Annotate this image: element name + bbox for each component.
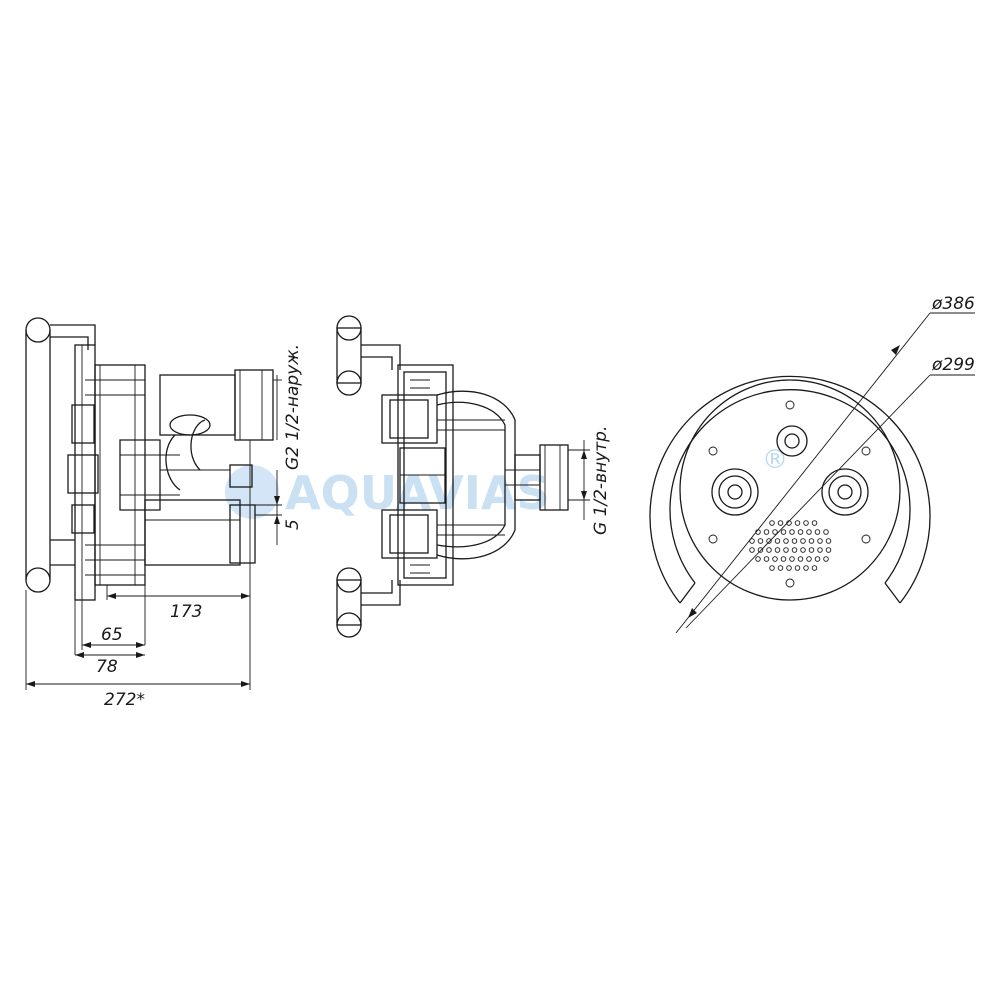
grid-hole [817, 547, 823, 553]
side-view [25, 317, 274, 601]
side-view-dimensions: 173 65 78 272* 5 G2 1/2-наруж. [25, 344, 303, 710]
grid-hole [786, 565, 792, 571]
grid-hole [783, 538, 789, 544]
grid-hole [823, 556, 829, 562]
dimension-5: 5 [283, 519, 303, 530]
grid-hole [803, 565, 809, 571]
grid-hole [811, 565, 818, 571]
handle-bottom [336, 567, 401, 638]
grid-hole [803, 520, 809, 526]
watermark: AQUAVIAS ® [225, 445, 788, 520]
handrail [25, 317, 96, 593]
flange-plate [67, 344, 180, 601]
grid-hole [797, 529, 804, 535]
grid-hole [789, 529, 795, 535]
lower-pipe [144, 464, 256, 566]
grid-hole [772, 556, 778, 562]
grid-hole [769, 520, 775, 526]
grid-hole [774, 538, 781, 544]
upper-pipe [159, 369, 274, 491]
grid-hole [780, 529, 787, 535]
suction-grid [749, 520, 832, 571]
watermark-text: AQUAVIAS [285, 466, 550, 520]
grid-hole [791, 538, 798, 544]
grid-hole [797, 556, 804, 562]
grid-hole [755, 556, 761, 562]
grid-hole [823, 529, 829, 535]
grid-hole [814, 556, 821, 562]
grid-hole [757, 538, 764, 544]
grid-hole [763, 556, 770, 562]
grid-hole [794, 565, 801, 571]
grid-hole [763, 529, 770, 535]
diameter-299-label: ø299 [931, 355, 975, 375]
grid-hole [806, 529, 812, 535]
grid-hole [769, 565, 775, 571]
grid-hole [757, 547, 764, 553]
grid-hole [806, 556, 812, 562]
grid-hole [808, 547, 815, 553]
grid-hole [749, 547, 755, 553]
grid-hole [766, 547, 772, 553]
dimension-65: 65 [101, 625, 123, 645]
face-view: ø386 ø299 [649, 294, 975, 634]
grid-hole [789, 556, 795, 562]
grid-hole [774, 547, 781, 553]
grid-hole [766, 538, 772, 544]
dimension-78: 78 [96, 657, 118, 677]
grid-hole [783, 547, 789, 553]
thread-label-outer: G2 1/2-наруж. [283, 344, 303, 470]
face-plate [679, 379, 901, 601]
screws [708, 400, 871, 588]
diameter-386-label: ø386 [931, 294, 975, 314]
grid-hole [772, 529, 778, 535]
jet-left [711, 468, 759, 516]
grid-hole [777, 520, 784, 526]
grid-hole [814, 529, 821, 535]
thread-label-inner: G 1/2-внутр. [591, 426, 611, 535]
grid-hole [800, 547, 806, 553]
grid-hole [777, 565, 784, 571]
jet-right [821, 468, 869, 516]
outer-ring [649, 375, 931, 604]
dimension-173: 173 [170, 602, 202, 622]
grid-hole [780, 556, 787, 562]
grid-hole [811, 520, 818, 526]
grid-hole [808, 538, 815, 544]
grid-hole [825, 547, 832, 553]
grid-hole [817, 538, 823, 544]
grid-hole [825, 538, 832, 544]
front-view: G 1/2-внутр. [336, 315, 611, 638]
grid-hole [794, 520, 801, 526]
registered-mark: ® [762, 445, 788, 475]
grid-hole [791, 547, 798, 553]
grid-hole [749, 538, 755, 544]
grid-hole [800, 538, 806, 544]
dimension-272: 272* [104, 690, 145, 710]
handle-top [336, 315, 401, 396]
